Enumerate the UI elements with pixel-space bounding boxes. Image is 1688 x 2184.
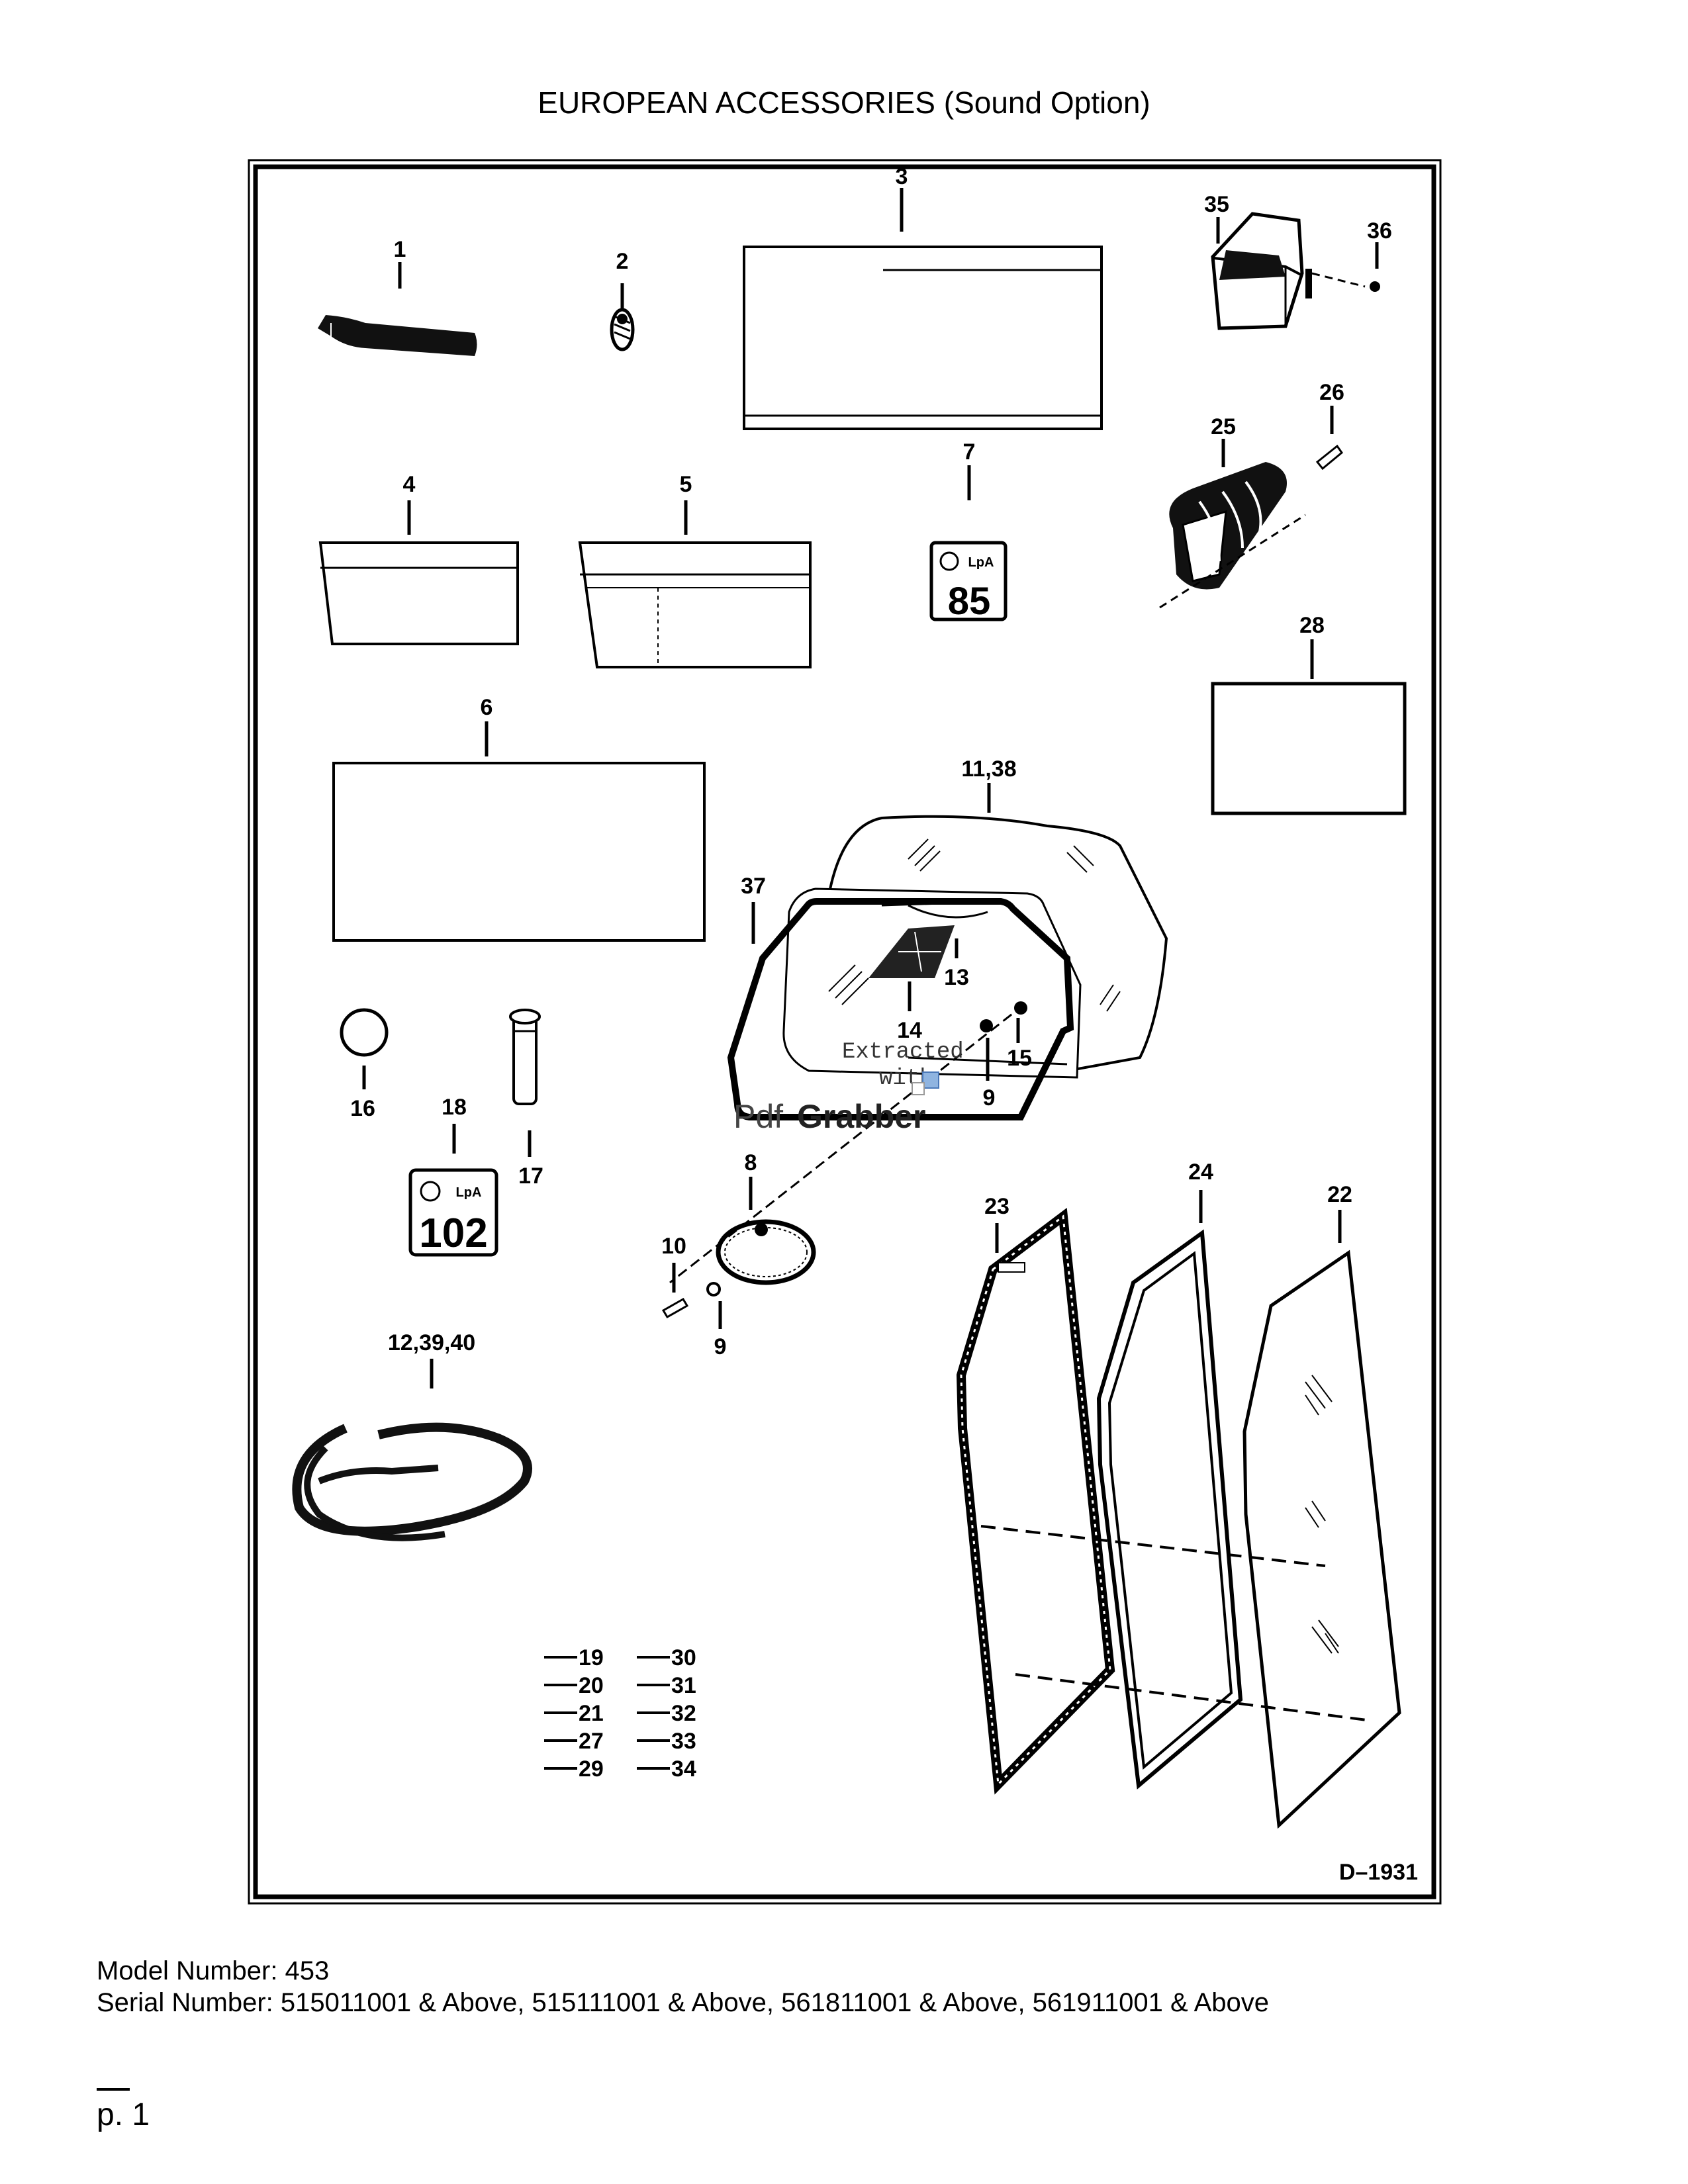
list-item-33: 33 [671, 1729, 696, 1754]
part-35-housing [1211, 212, 1366, 330]
label-23: 23 [984, 1194, 1009, 1219]
label-14: 14 [897, 1018, 922, 1043]
label-10: 10 [661, 1234, 686, 1259]
label-9-upper: 9 [983, 1085, 996, 1111]
part-2-clamp [610, 283, 635, 351]
list-item-32: 32 [671, 1701, 696, 1726]
part-17-tube [509, 1009, 541, 1157]
watermark-brand-b: Grabber [797, 1098, 926, 1135]
list-item-34: 34 [671, 1756, 696, 1782]
part-37-seal [727, 898, 1074, 1120]
part-6-panel [332, 721, 706, 942]
list-item-20: 20 [579, 1673, 604, 1698]
parts-diagram: 1 2 3 35 36 25 2 [246, 158, 1443, 1906]
part-16-cap [340, 1008, 389, 1089]
part-3-panel [743, 188, 1103, 430]
label-1: 1 [394, 237, 406, 262]
part-5-panel [578, 500, 812, 668]
label-18: 18 [442, 1095, 467, 1120]
part-24-gasket [1096, 1190, 1243, 1790]
page-separator [97, 2088, 130, 2091]
label-35: 35 [1204, 192, 1229, 217]
list-item-29: 29 [579, 1756, 604, 1782]
list-item-27: 27 [579, 1729, 604, 1754]
label-8: 8 [745, 1150, 757, 1175]
label-24: 24 [1188, 1160, 1213, 1185]
decal-85-symbol: LpA [968, 555, 994, 570]
label-37: 37 [741, 874, 766, 899]
label-3: 3 [896, 164, 908, 189]
label-17: 17 [518, 1163, 543, 1189]
decal-102-symbol: LpA [456, 1185, 482, 1200]
label-36: 36 [1367, 218, 1392, 244]
page-number: p. 1 [97, 2097, 150, 2132]
label-16: 16 [350, 1096, 375, 1121]
diagram-border [248, 159, 1442, 1905]
part-26-pin [1315, 406, 1344, 471]
window-alignment-lines [980, 1525, 1372, 1722]
part-9-washer-upper [980, 1019, 993, 1081]
list-item-30: 30 [671, 1645, 696, 1670]
watermark: Extracted with Pdf Grabber [733, 1040, 964, 1135]
list-item-31: 31 [671, 1673, 696, 1698]
label-9-lower: 9 [714, 1334, 727, 1359]
assembly-axis [669, 1003, 1025, 1284]
label-22: 22 [1327, 1182, 1352, 1207]
label-11-38: 11,38 [961, 756, 1016, 782]
list-item-21: 21 [579, 1701, 604, 1726]
model-number: Model Number: 453 [97, 1956, 330, 1985]
label-2: 2 [616, 249, 629, 274]
part-10-bolt [661, 1263, 689, 1319]
watermark-brand-a: Pdf [733, 1098, 783, 1135]
part-28-panel [1211, 639, 1407, 815]
serial-number: Serial Number: 515011001 & Above, 515111… [97, 1988, 1270, 2017]
part-23-frame [956, 1207, 1115, 1795]
part-4-panel [318, 500, 519, 645]
part-18-decal: LpA 102 [408, 1124, 498, 1257]
label-25: 25 [1211, 414, 1236, 439]
decal-102-text: 102 [419, 1210, 487, 1256]
label-4: 4 [403, 472, 416, 497]
part-12-seal-coil [292, 1359, 532, 1541]
decal-85-text: 85 [948, 580, 991, 623]
label-13: 13 [944, 965, 969, 990]
part-22-glass [1243, 1210, 1401, 1829]
watermark-line1: Extracted [842, 1040, 964, 1065]
label-15: 15 [1007, 1046, 1032, 1071]
label-12-39-40: 12,39,40 [388, 1330, 475, 1355]
label-6: 6 [481, 695, 493, 720]
page-title: EUROPEAN ACCESSORIES (Sound Option) [538, 85, 1150, 120]
label-7: 7 [963, 439, 976, 465]
part-11-window [782, 783, 1168, 1079]
part-25-boot [1159, 439, 1306, 609]
diagram-id: D–1931 [1339, 1860, 1418, 1885]
label-26: 26 [1319, 380, 1344, 405]
part-8-ring [716, 1177, 816, 1285]
part-1-hose [318, 262, 477, 356]
label-5: 5 [680, 472, 692, 497]
label-28: 28 [1299, 613, 1325, 638]
part-7-decal: LpA 85 [929, 465, 1008, 623]
part-9-washer-lower [706, 1282, 722, 1329]
part-number-list: 19 20 21 27 29 30 31 32 33 34 [544, 1645, 696, 1782]
part-36-screw [1370, 242, 1380, 292]
list-item-19: 19 [579, 1645, 604, 1670]
